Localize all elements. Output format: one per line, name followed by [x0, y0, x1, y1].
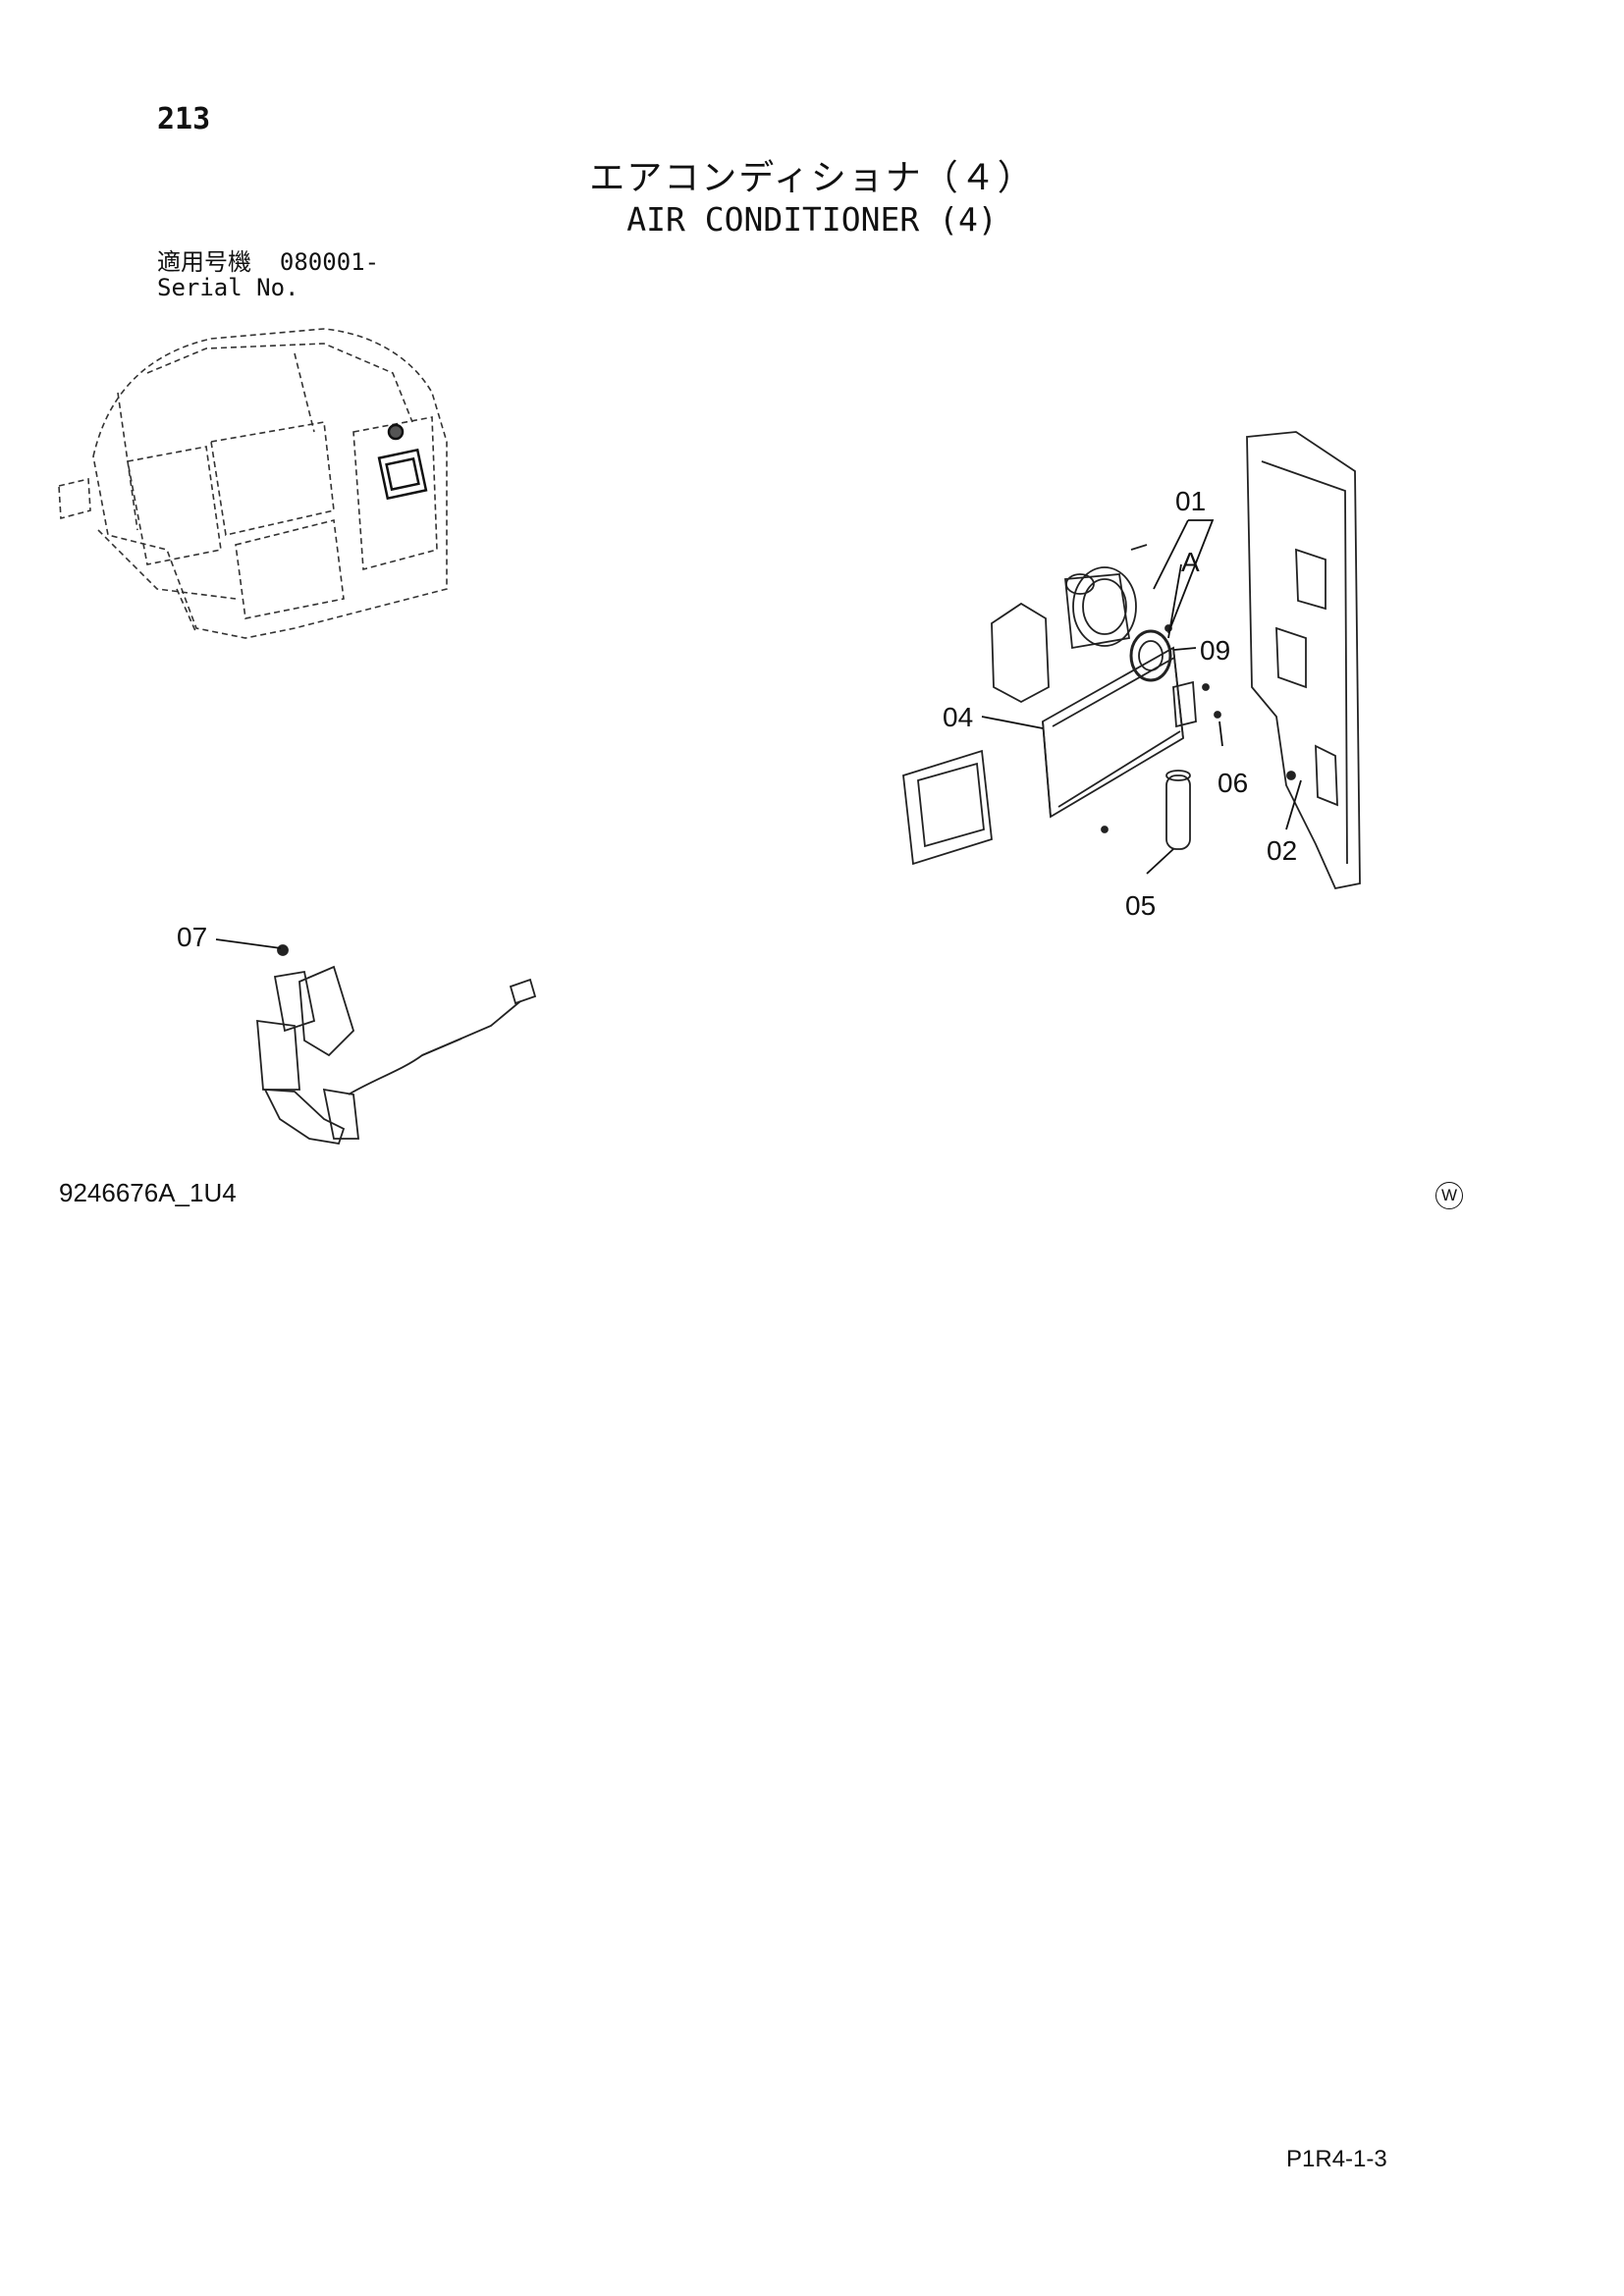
callout-09: 09: [1200, 635, 1230, 666]
callout-a: A: [1181, 547, 1200, 577]
duct-assembly: [256, 944, 537, 1146]
callout-02: 02: [1267, 835, 1297, 866]
serial-block: 適用号機 080001- Serial No.: [157, 249, 379, 300]
callout-07: 07: [177, 922, 207, 952]
drawing-id: 9246676A_1U4: [59, 1178, 237, 1207]
overview-highlight: [377, 423, 428, 501]
machine-overview: [58, 328, 448, 639]
callout-01: 01: [1175, 486, 1206, 516]
title-japanese: エアコンディショナ（４）: [589, 158, 1035, 198]
serial-label-jp: 適用号機: [157, 248, 251, 276]
serial-row: 適用号機 080001-: [157, 249, 379, 275]
title-english: AIR CONDITIONER (4): [626, 200, 998, 239]
leader-lines: [215, 519, 1302, 949]
callout-05: 05: [1125, 890, 1156, 921]
callout-04: 04: [943, 702, 973, 732]
callout-06: 06: [1218, 768, 1248, 798]
serial-value: 080001-: [279, 248, 380, 276]
callout-labels: 01 A 09 04 06 02 05 07: [177, 486, 1297, 952]
serial-label-en: Serial No.: [157, 274, 299, 301]
page-code: P1R4-1-3: [1286, 2146, 1387, 2172]
page-number: 213: [157, 102, 211, 136]
w-mark-icon: W: [1435, 1182, 1463, 1209]
condenser-assembly: [902, 431, 1361, 890]
